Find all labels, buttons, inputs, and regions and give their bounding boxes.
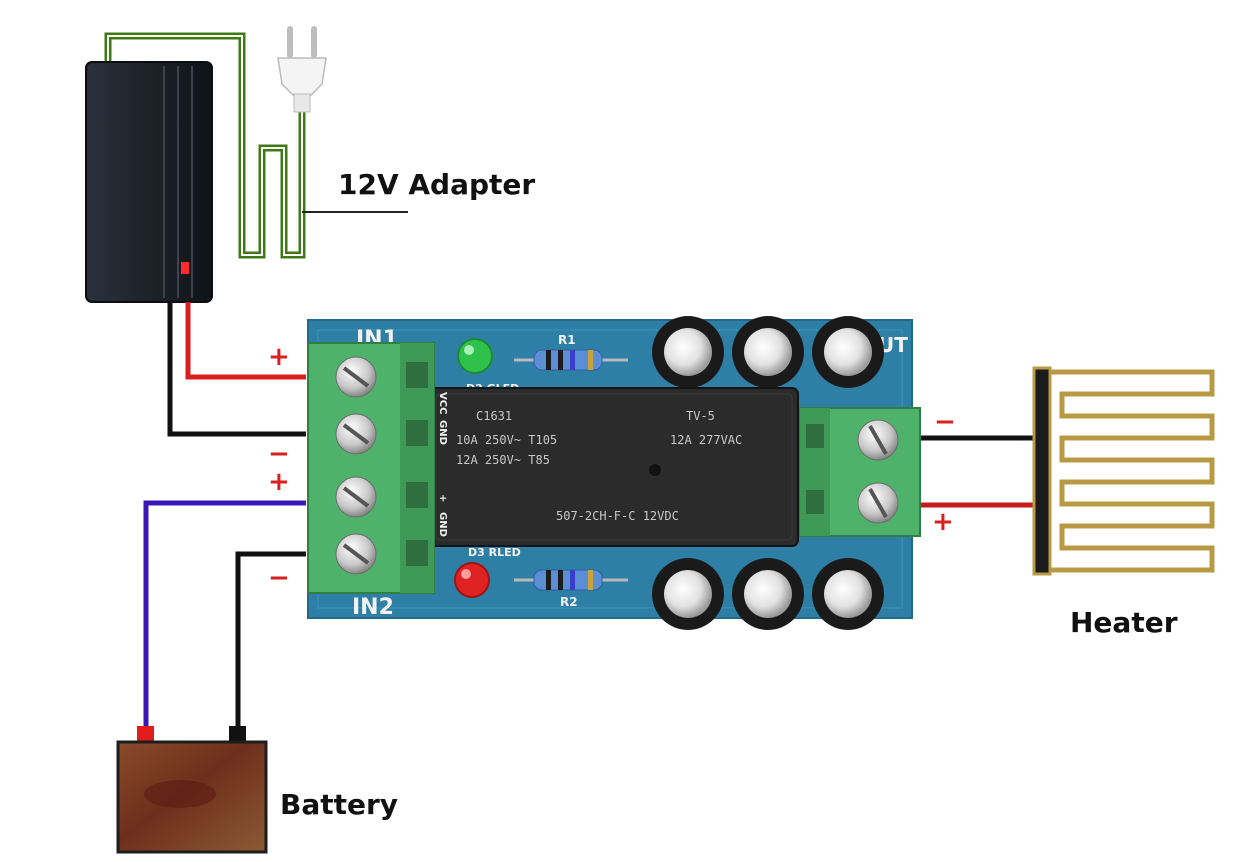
red-led-icon bbox=[454, 562, 490, 598]
relay-text-1: 10A 250V~ T105 bbox=[456, 433, 557, 447]
capacitor-icon bbox=[732, 558, 804, 630]
terminal-screw-icon bbox=[857, 419, 899, 461]
relay-text-0: C1631 bbox=[476, 409, 512, 423]
wire-battery-negative bbox=[235, 551, 306, 730]
resistor-r1-label: R1 bbox=[558, 333, 576, 347]
capacitor-icon bbox=[652, 316, 724, 388]
in2-positive-sign: + bbox=[268, 467, 290, 497]
battery-icon bbox=[116, 726, 268, 854]
pin-label-3: GND bbox=[437, 512, 448, 537]
in1-positive-sign: + bbox=[268, 342, 290, 372]
wire-adapter-negative bbox=[167, 302, 306, 437]
relay-text-3: 507-2CH-F-C 12VDC bbox=[556, 509, 679, 523]
adapter-icon bbox=[85, 61, 213, 303]
resistor-r1-icon bbox=[514, 349, 628, 371]
capacitor-icon bbox=[732, 316, 804, 388]
in1-negative-sign: − bbox=[268, 439, 290, 469]
pin-label-2: + bbox=[437, 494, 448, 502]
relay-icon bbox=[429, 387, 799, 547]
capacitor-icon bbox=[652, 558, 724, 630]
capacitor-icon bbox=[812, 316, 884, 388]
out-positive-sign: + bbox=[932, 507, 954, 537]
green-led-icon bbox=[457, 338, 493, 374]
pin-label-1: GND bbox=[437, 420, 448, 445]
relay-text-5: 12A 277VAC bbox=[670, 433, 742, 447]
pin-label-0: VCC bbox=[437, 392, 448, 414]
terminal-screw-icon bbox=[857, 482, 899, 524]
capacitor-icons bbox=[652, 316, 884, 630]
in2-negative-sign: − bbox=[268, 563, 290, 593]
capacitor-icon bbox=[812, 558, 884, 630]
terminal-screw-icon bbox=[335, 356, 377, 398]
wire-adapter-positive bbox=[185, 302, 306, 380]
terminal-screw-icon bbox=[335, 533, 377, 575]
red-led-label: D3 RLED bbox=[468, 546, 521, 559]
terminal-screw-icon bbox=[335, 413, 377, 455]
heater-label: Heater bbox=[1070, 606, 1178, 639]
relay-text-4: TV-5 bbox=[686, 409, 715, 423]
output-terminal-block bbox=[799, 407, 921, 537]
power-plug-icon bbox=[277, 26, 327, 113]
board-in2-label: IN2 bbox=[352, 595, 394, 620]
resistor-r2-icon bbox=[514, 569, 628, 591]
wire-battery-positive bbox=[143, 500, 306, 730]
relay-text-2: 12A 250V~ T85 bbox=[456, 453, 550, 467]
battery-label: Battery bbox=[280, 788, 398, 821]
out-negative-sign: − bbox=[934, 407, 956, 437]
heater-icon bbox=[1032, 366, 1215, 576]
resistor-r2-label: R2 bbox=[560, 595, 578, 609]
adapter-label: 12V Adapter bbox=[338, 168, 535, 201]
terminal-screw-icon bbox=[335, 476, 377, 518]
